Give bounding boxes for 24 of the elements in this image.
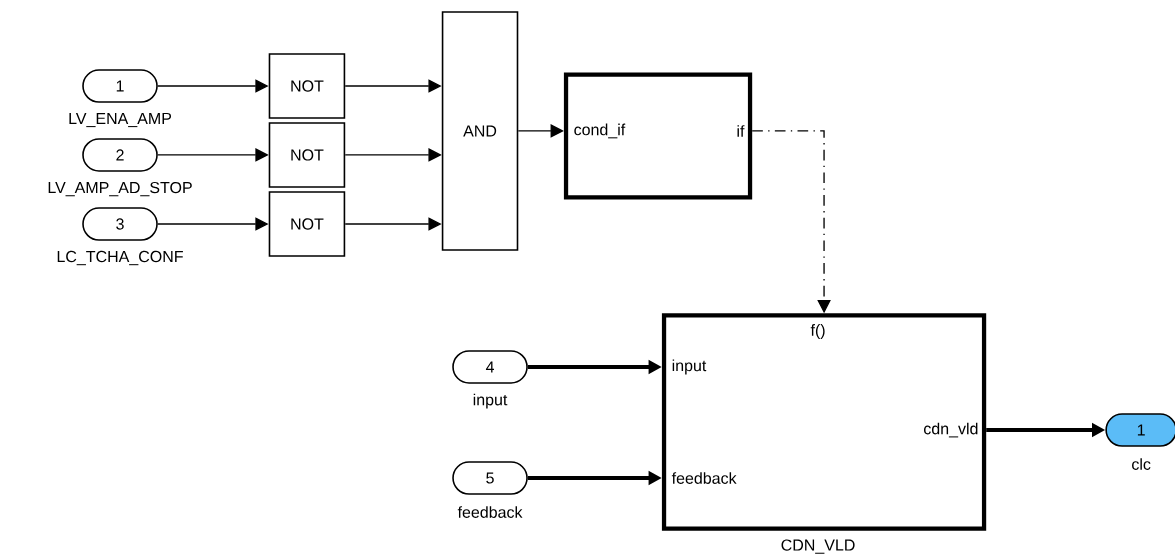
and-gate-block: AND <box>441 11 519 251</box>
inport-terminal: 5 <box>452 461 528 495</box>
inport-terminal: 2 <box>82 138 158 172</box>
block-name: CDN_VLD <box>781 539 855 554</box>
node-label: feedback <box>671 472 737 484</box>
subsystem-block: f() input feedback cdn_vld <box>661 313 987 531</box>
inport-terminal: 1 <box>82 69 158 103</box>
signal-name: clc <box>1132 458 1151 470</box>
inport-terminal: 4 <box>452 350 528 384</box>
signal-name: LV_AMP_AD_STOP <box>48 181 192 197</box>
not-gate-block: NOT <box>268 191 346 257</box>
node-label: cdn_vld <box>923 422 978 438</box>
not-gate-block: NOT <box>268 53 346 119</box>
not-gate-block: NOT <box>268 122 346 188</box>
signal-name: feedback <box>457 506 523 518</box>
signal-name: input <box>473 393 508 409</box>
outport-terminal: 1 <box>1105 413 1175 447</box>
if-block: cond_if if <box>563 72 753 200</box>
signal-name: LC_TCHA_CONF <box>57 250 183 266</box>
signal-name: LV_ENA_AMP <box>69 112 172 128</box>
node-label: input <box>672 359 707 375</box>
inport-terminal: 3 <box>82 207 158 241</box>
node-label: f() <box>810 324 825 339</box>
signal-arrow <box>517 124 564 138</box>
